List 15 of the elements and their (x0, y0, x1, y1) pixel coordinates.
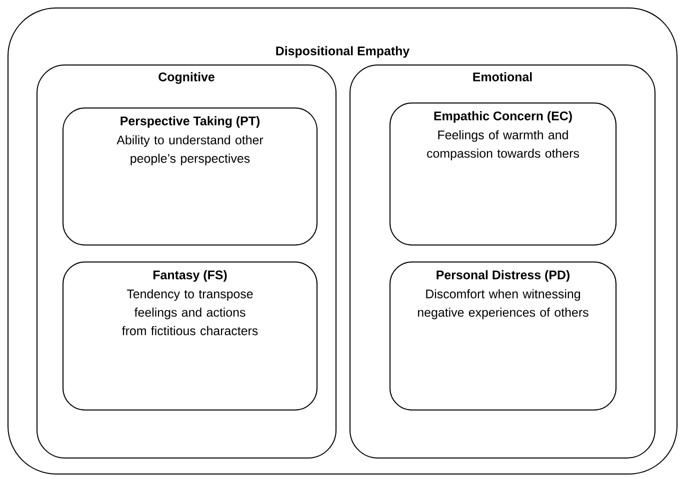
concept-box (62, 108, 318, 246)
heading: Emotional (473, 72, 532, 82)
heading: Personal Distress (PD) (436, 270, 570, 282)
heading: Empathic Concern (EC) (434, 111, 572, 123)
concept-box (390, 102, 616, 246)
description: Feelings of warmth and compassion towards others (427, 130, 579, 160)
heading: Fantasy (FS) (153, 270, 227, 282)
description: Tendency to transpose feelings and actions from fictitious characters (122, 289, 258, 336)
heading: Dispositional Empathy (276, 46, 410, 58)
description: Discomfort when witnessing negative experiences of others (418, 289, 588, 320)
concept-box (390, 262, 616, 410)
heading: Perspective Taking (PT) (120, 116, 260, 128)
heading: Cognitive (158, 72, 214, 84)
description: Ability to understand other people’s perspectives (116, 135, 264, 166)
concept-box (62, 262, 318, 410)
